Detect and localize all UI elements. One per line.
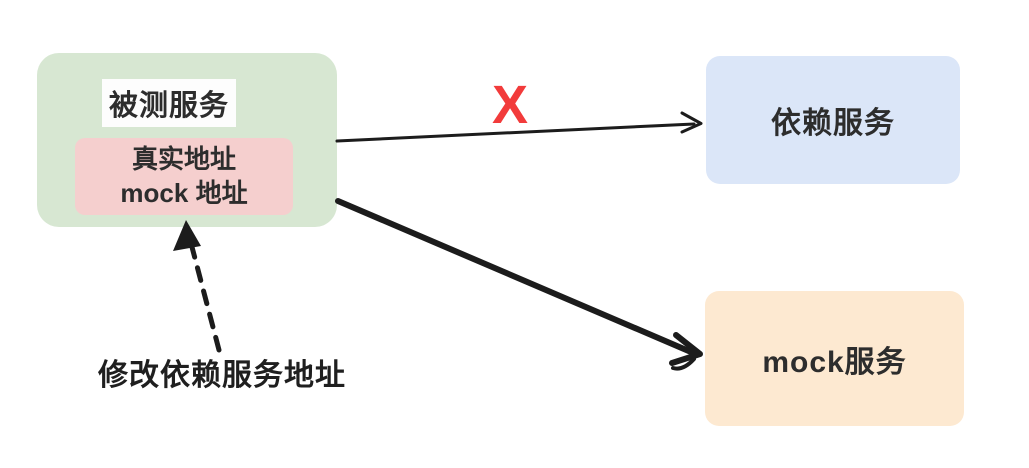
dependency-service-node: 依赖服务	[706, 56, 960, 184]
arrow-to-dependency-head-icon	[680, 111, 703, 134]
service-under-test-label: 被测服务	[102, 79, 237, 127]
service-under-test-node: 被测服务 真实地址 mock 地址	[37, 53, 337, 227]
modify-address-label: 修改依赖服务地址	[98, 359, 346, 392]
address-box: 真实地址 mock 地址	[75, 138, 293, 215]
mock-address-text: mock 地址	[120, 178, 248, 208]
real-address-text: 真实地址	[131, 144, 236, 174]
blocked-x-mark: X	[492, 75, 529, 135]
arrow-to-mock-line	[335, 198, 694, 355]
arrow-to-mock-head-icon	[669, 332, 703, 366]
arrow-to-mock-head-curl	[671, 357, 696, 371]
mock-service-label: mock服务	[762, 345, 907, 379]
mock-service-node: mock服务	[705, 291, 964, 426]
dependency-service-label: 依赖服务	[771, 107, 895, 140]
modify-address-dashed-line	[189, 244, 222, 353]
